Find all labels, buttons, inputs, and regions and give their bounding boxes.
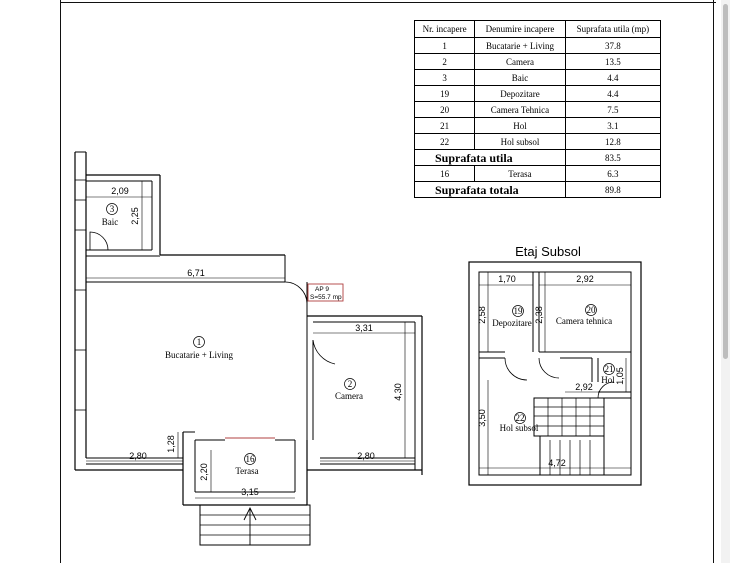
dim-camera-width: 3,31	[355, 323, 373, 333]
dim-camera-height: 4,30	[393, 383, 403, 401]
dim-tehnica-width: 2,92	[576, 274, 594, 284]
room-marker-living	[193, 336, 205, 348]
dim-baie-height: 2,25	[130, 207, 140, 225]
dim-basement-width: 4,72	[548, 458, 566, 468]
room-marker-depozitare	[512, 305, 524, 317]
table-row: 22 Hol subsol 12.8	[413, 133, 662, 150]
apartment-tag-box	[307, 283, 344, 302]
table-header-row: Nr. incapere Denumire incapere Suprafata…	[413, 20, 662, 38]
room-marker-tehnica	[585, 304, 597, 316]
total-area-label: Suprafata totala	[414, 181, 566, 198]
room-area-table: Nr. incapere Denumire incapere Suprafata…	[413, 20, 662, 198]
right-border-line	[713, 0, 714, 563]
room-name-depozitare: Depozitare	[492, 318, 531, 328]
table-row: 21 Hol 3.1	[413, 117, 662, 134]
dim-baie-width: 2,09	[111, 186, 129, 196]
left-border-line	[60, 0, 61, 563]
total-area-row: Suprafata totala 89.8	[414, 181, 662, 198]
ground-floor-plan	[74, 151, 423, 546]
dim-hol-subsol-height: 3,50	[477, 409, 487, 427]
room-name-tehnica: Camera tehnica	[556, 316, 612, 326]
apartment-tag-line1: AP 9	[315, 286, 329, 293]
room-name-baie: Baic	[102, 217, 119, 227]
table-row: 3 Baic 4.4	[413, 69, 662, 86]
dim-hol-height: 1,05	[615, 367, 625, 385]
basement-title: Etaj Subsol	[515, 244, 581, 259]
total-area-value: 89.8	[564, 181, 662, 198]
room-nr-baie: 3	[110, 204, 115, 214]
dim-tehnica-height: 2,38	[534, 306, 544, 324]
scrollbar-thumb[interactable]	[723, 4, 728, 359]
basement-dimension-lines	[479, 272, 631, 475]
table-row: 20 Camera Tehnica 7.5	[413, 101, 662, 118]
left-wall-hatch	[75, 179, 86, 411]
dim-terrace-height: 2,20	[199, 463, 209, 481]
room-marker-hol	[603, 363, 615, 375]
room-name-living: Bucatarie + Living	[165, 350, 234, 360]
useful-area-row: Suprafata utila 83.5	[414, 149, 662, 166]
dim-depozitare-width: 1,70	[498, 274, 516, 284]
dim-step-height: 1,28	[166, 435, 176, 453]
room-marker-terasa	[244, 453, 256, 465]
room-nr-hol: 21	[605, 364, 614, 374]
room-nr-living: 1	[197, 337, 202, 347]
room-name-hol: Hol	[601, 375, 615, 385]
room-nr-tehnica: 20	[587, 305, 597, 315]
cell-nr: 19	[413, 85, 476, 102]
room-name-camera: Camera	[335, 391, 363, 401]
room-nr-camera: 2	[348, 379, 353, 389]
dim-terrace-width: 3,15	[241, 487, 259, 497]
apartment-tag-line2: S=55.7 mp	[310, 294, 342, 301]
room-name-hol-subsol: Hol subsol	[500, 423, 539, 433]
room-nr-depozitare: 19	[514, 306, 524, 316]
room-marker-hol-subsol	[514, 412, 526, 424]
room-marker-camera	[344, 378, 356, 390]
ground-floor-dimension-lines	[86, 181, 415, 499]
room-nr-terasa: 16	[246, 454, 256, 464]
room-marker-baie	[106, 203, 118, 215]
dim-depozitare-height: 2,58	[477, 306, 487, 324]
dim-window-right: 2,80	[357, 451, 375, 461]
table-row: 2 Camera 13.5	[413, 53, 662, 70]
dim-hol-width: 2,92	[575, 382, 593, 392]
dim-living-width: 6,71	[187, 268, 205, 278]
room-name-terasa: Terasa	[235, 466, 258, 476]
room-nr-hol-subsol: 22	[516, 413, 525, 423]
table-row: 16 Terasa 6.3	[413, 165, 662, 182]
top-border-line	[60, 2, 716, 3]
dim-window-left: 2,80	[129, 451, 147, 461]
